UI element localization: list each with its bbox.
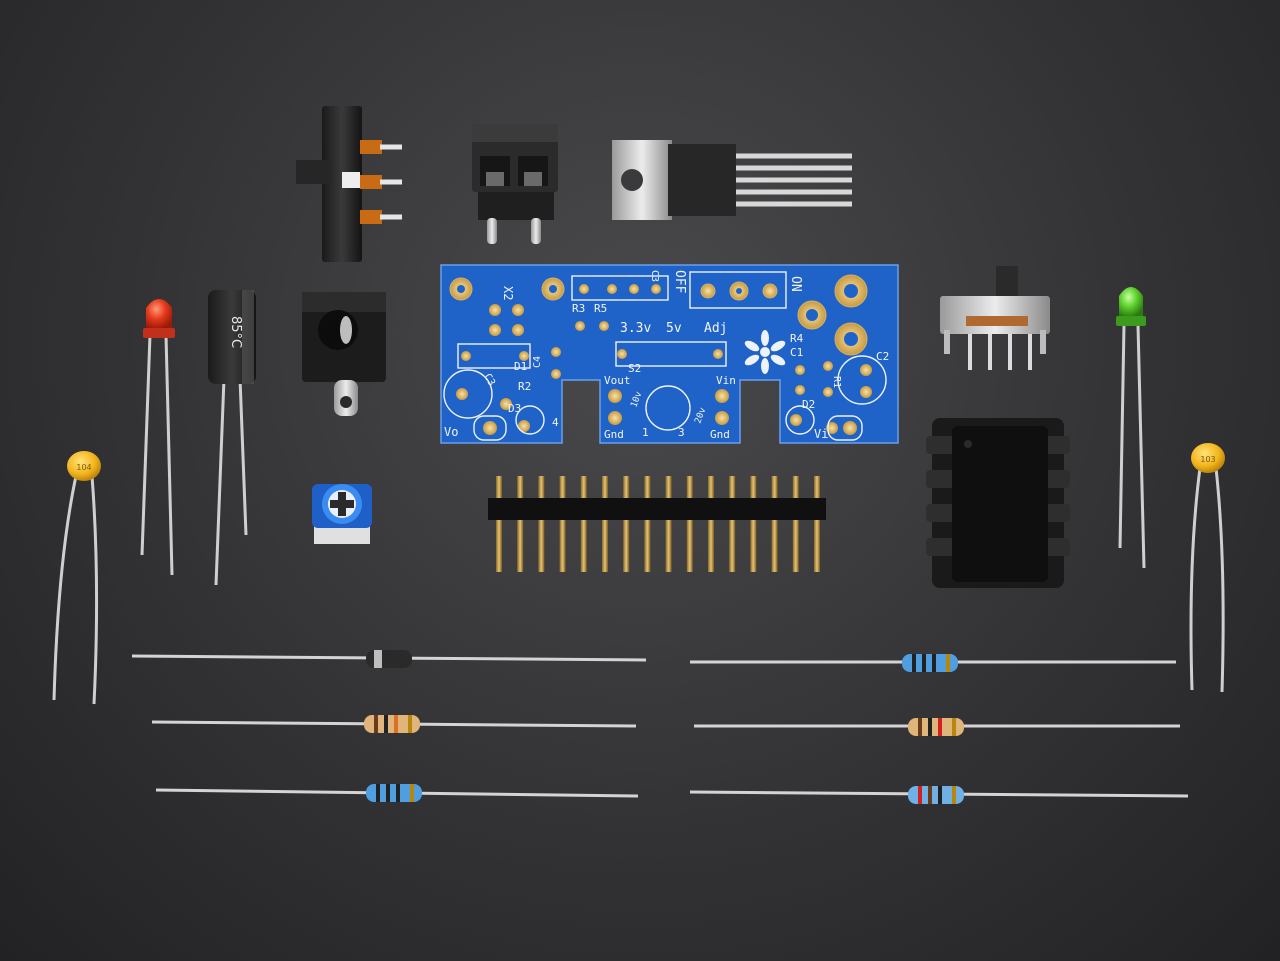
header-pin [644, 476, 651, 572]
header-pin [538, 476, 545, 572]
pcb-label-vout: Vout [604, 374, 631, 387]
header-pin [729, 476, 736, 572]
header-pin [708, 476, 714, 572]
header-pin [814, 476, 820, 572]
screw-terminal-block [472, 124, 558, 244]
slide-switch-large [296, 106, 402, 262]
pcb-label-d1: D1 [514, 360, 527, 373]
green-led [1116, 287, 1146, 569]
header-pin [559, 476, 566, 572]
pcb-label-r4: R4 [790, 332, 804, 345]
pcb-label-c2: C2 [876, 350, 889, 363]
pcb-label-r3: R3 [572, 302, 585, 315]
header-pin [750, 476, 757, 572]
header-pin [580, 476, 587, 572]
pcb-label-r1: R1 [831, 376, 842, 388]
header-pin [686, 476, 693, 572]
dc-barrel-jack [302, 292, 386, 416]
resistor-tan-middle-left [151, 715, 637, 733]
pcb-label-gnd-right: Gnd [710, 428, 730, 441]
pcb-label-s2: S2 [628, 362, 641, 375]
capacitor-temp-label: 85°C [228, 316, 243, 348]
resistor-tan-middle-right [694, 718, 1180, 736]
pcb-label-3v3: 3.3v [620, 321, 651, 336]
trim-potentiometer [312, 484, 372, 544]
ic-with-heatsink [926, 418, 1070, 588]
pcb-label-1: 1 [642, 426, 649, 439]
pcb-label-on: ON [788, 276, 803, 292]
pcb-label-vi: Vi [814, 427, 828, 441]
pcb-label-5v: 5v [666, 321, 682, 336]
pcb-label-c1: C1 [790, 346, 803, 359]
red-led [140, 299, 175, 576]
resistor-blue-top-right [690, 654, 1176, 672]
pcb-label-vo: Vo [444, 425, 458, 439]
pin-header [488, 476, 826, 572]
pcb-label-x2: X2 [501, 286, 515, 300]
ceramic-capacitor-right: 103 [1189, 443, 1225, 693]
resistor-blue-bottom-left [155, 784, 639, 802]
pcb-board: X2 C3 OFF ON R3 R5 3.3v 5v Adj R4 C1 C2 … [440, 264, 899, 444]
pcb-label-c4: C4 [532, 356, 543, 368]
adafruit-logo [744, 330, 786, 374]
resistor-blue-bottom-right [689, 786, 1189, 804]
pcb-label-r5: R5 [594, 302, 607, 315]
header-pin [517, 476, 524, 572]
header-pin [792, 476, 799, 572]
pcb-label-gnd-left: Gnd [604, 428, 624, 441]
pcb-label-adj: Adj [704, 321, 727, 336]
header-pin [623, 476, 630, 572]
pcb-label-4: 4 [552, 416, 559, 429]
diode [131, 650, 647, 668]
ceramic-cap-right-label: 103 [1200, 455, 1215, 464]
pcb-label-d2: D2 [802, 398, 815, 411]
pcb-label-c3: C3 [481, 372, 497, 388]
ceramic-capacitor-left: 104 [52, 451, 101, 705]
pcb-label-off: OFF [672, 270, 687, 294]
voltage-regulator [612, 140, 852, 220]
pcb-label-c3-top: C3 [649, 270, 660, 282]
pcb-label-3: 3 [678, 426, 685, 439]
header-pin [496, 476, 502, 572]
electrolytic-capacitor: 85°C [208, 290, 256, 586]
pcb-label-d3: D3 [508, 402, 521, 415]
header-pin [771, 476, 778, 572]
pcb-label-r2: R2 [518, 380, 531, 393]
ceramic-cap-left-label: 104 [76, 463, 91, 472]
header-pin [665, 476, 672, 572]
pcb-label-vin: Vin [716, 374, 736, 387]
slide-switch-small [940, 266, 1050, 370]
header-pin [602, 476, 608, 572]
